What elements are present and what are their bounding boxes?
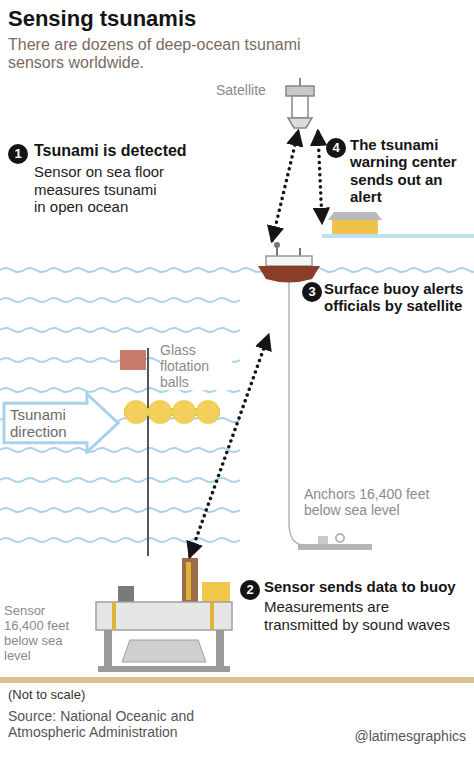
note: (Not to scale) <box>8 688 85 703</box>
satellite-label: Satellite <box>216 82 286 98</box>
sensor-icon <box>96 558 232 672</box>
arrow-shape <box>4 394 118 452</box>
step-text: The tsunami warning center sends out an … <box>350 136 466 205</box>
satellite-node: Satellite <box>212 76 332 132</box>
callout-number: 2 <box>240 580 260 600</box>
part-label: Sensor 16,400 feet below sea level <box>4 604 84 664</box>
sea-surface <box>0 262 474 278</box>
arrow-label: Tsunami direction <box>10 406 84 441</box>
step-text: Sensor on sea floor measures tsunami in … <box>34 163 168 215</box>
warning-center-icon <box>322 212 474 238</box>
callout-number: 3 <box>302 282 322 302</box>
step-text: Measurements are transmitted by sound wa… <box>264 598 464 633</box>
tsunami-direction-arrow: Tsunami direction <box>2 392 120 454</box>
signal-connector <box>272 132 298 240</box>
subtitle: There are dozens of deep-ocean tsunami s… <box>8 36 338 73</box>
part-label: Glass flotation balls <box>160 342 232 390</box>
anchor-icon <box>298 534 372 550</box>
callout-number: 4 <box>326 138 346 158</box>
ocean-waves <box>0 292 240 548</box>
part-label: Anchors 16,400 feet below sea level <box>304 486 464 518</box>
step-heading: Tsunami is detected <box>34 142 224 160</box>
source-note: Source: National Oceanic and Atmospheric… <box>8 708 258 740</box>
title: Sensing tsunamis <box>8 6 196 31</box>
credit: @latimesgraphics <box>355 728 466 744</box>
step-text: Surface buoy alerts officials by satelli… <box>324 280 468 315</box>
satellite-icon <box>286 78 314 128</box>
warning-center-node: 4The tsunami warning center sends out an… <box>322 134 470 236</box>
step-heading: Sensor sends data to buoy <box>264 578 464 595</box>
sensor-node: 2Sensor sends data to buoyMeasurements a… <box>88 556 470 676</box>
buoy-node: 3Surface buoy alerts officials by satell… <box>246 240 472 336</box>
signal-connector <box>318 132 322 222</box>
callout-number: 1 <box>8 144 28 164</box>
sea-floor <box>0 677 474 683</box>
